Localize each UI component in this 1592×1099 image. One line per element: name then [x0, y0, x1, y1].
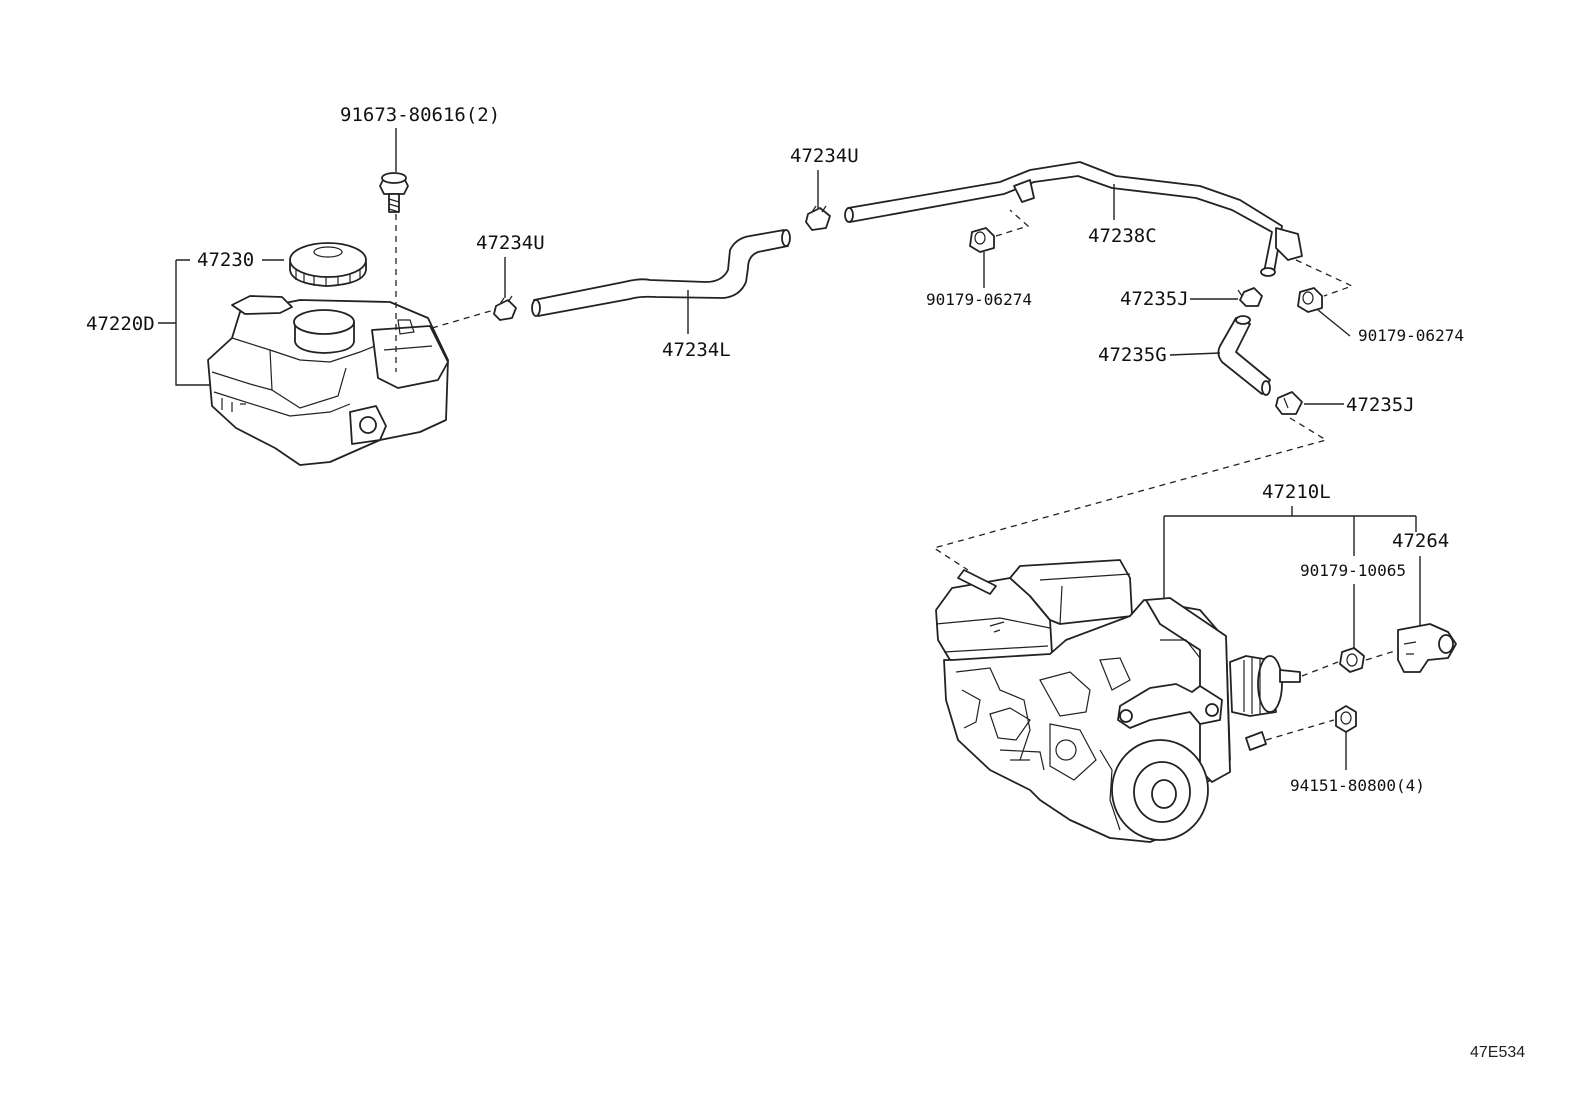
reservoir-tank-part[interactable]: [207, 295, 449, 466]
label-nut-lower[interactable]: 94151-80800(4): [1290, 776, 1425, 795]
label-clamp-lower[interactable]: 47235J: [1346, 394, 1415, 416]
label-nut-upper[interactable]: 90179-10065: [1300, 561, 1406, 580]
diagram-code: 47E534: [1470, 1044, 1525, 1061]
label-hose-left[interactable]: 47234L: [662, 339, 731, 361]
label-reservoir[interactable]: 47220D: [86, 313, 155, 335]
label-clamp-upper[interactable]: 47235J: [1120, 288, 1189, 310]
hose-clip-top-part[interactable]: [805, 205, 831, 231]
label-hose-small[interactable]: 47235G: [1098, 344, 1167, 366]
hose-clamp-lower-part[interactable]: [1275, 391, 1303, 415]
label-clip-top[interactable]: 47234U: [790, 145, 859, 167]
reservoir-hose-part[interactable]: [531, 229, 791, 317]
small-hose-part[interactable]: [1217, 315, 1271, 396]
brake-actuator-part[interactable]: [935, 559, 1301, 843]
label-clip-left[interactable]: 47234U: [476, 232, 545, 254]
bolt-part[interactable]: [379, 172, 409, 213]
label-bolt[interactable]: 91673-80616(2): [340, 104, 500, 126]
nut-lower-part[interactable]: [1335, 705, 1357, 733]
grommet-right-part[interactable]: [1297, 287, 1323, 313]
grommet-mid-part[interactable]: [969, 227, 995, 253]
reservoir-cap-part[interactable]: [289, 242, 367, 287]
label-cap[interactable]: 47230: [197, 249, 254, 271]
hose-clip-left-part[interactable]: [493, 295, 517, 321]
label-pipe[interactable]: 47238C: [1088, 225, 1157, 247]
hose-clamp-upper-part[interactable]: [1237, 287, 1263, 307]
mounting-bracket-part[interactable]: [1397, 623, 1457, 673]
label-grommet-right[interactable]: 90179-06274: [1358, 326, 1464, 345]
label-grommet-mid[interactable]: 90179-06274: [926, 290, 1032, 309]
label-bracket[interactable]: 47264: [1392, 530, 1449, 552]
label-actuator[interactable]: 47210L: [1262, 481, 1331, 503]
nut-upper-part[interactable]: [1339, 647, 1365, 673]
brake-pipe-part[interactable]: [844, 161, 1303, 277]
